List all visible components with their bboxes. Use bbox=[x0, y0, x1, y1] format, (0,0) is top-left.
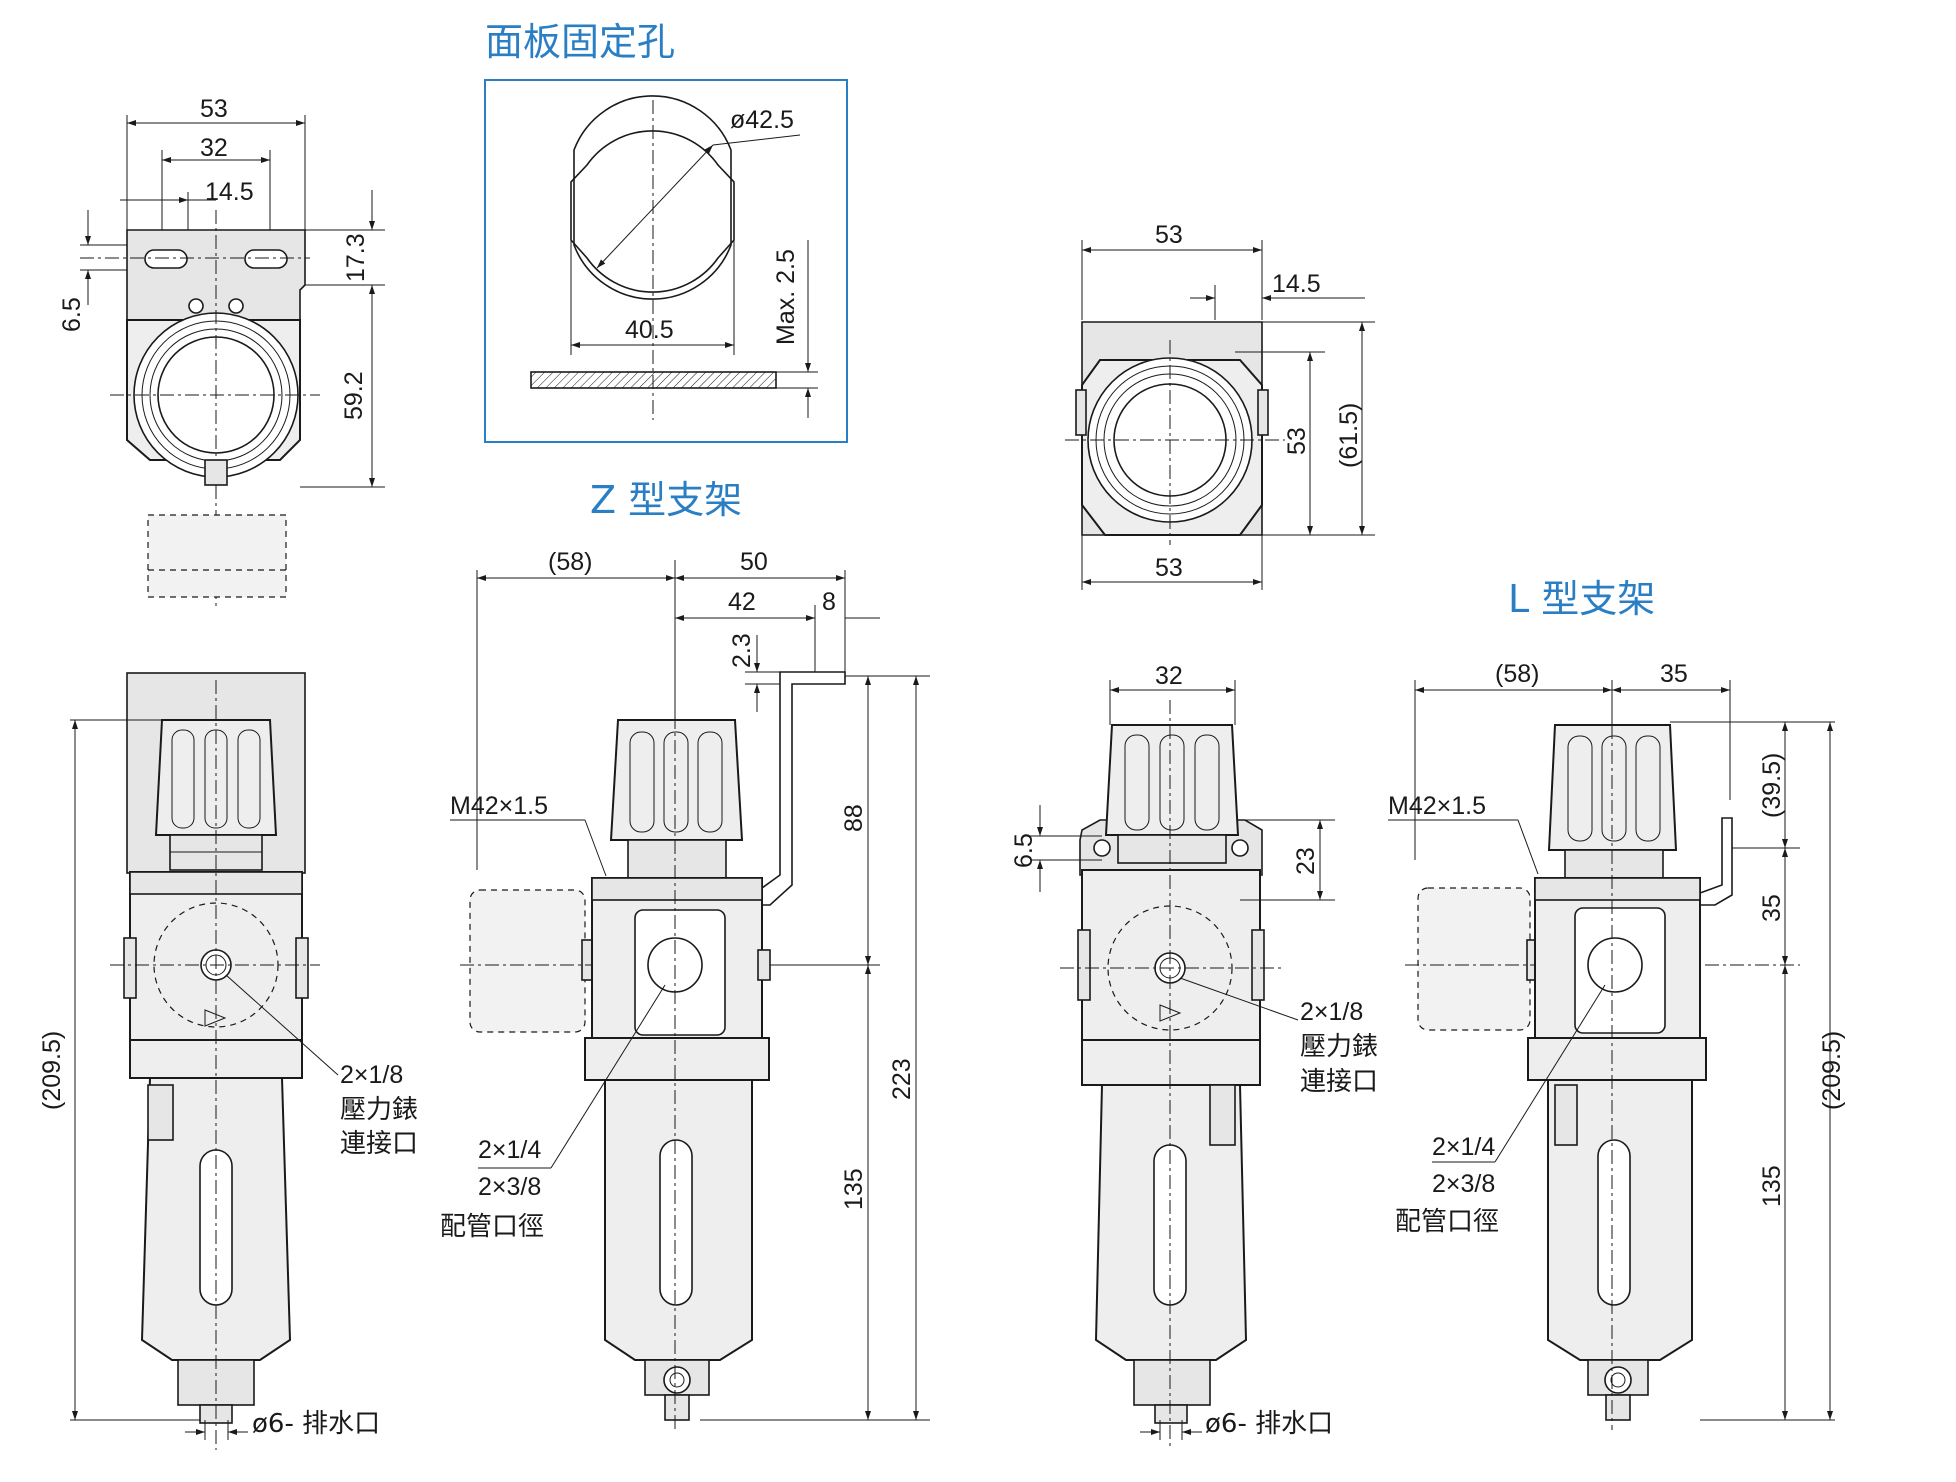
pipe-2x1-4-l: 2×1/4 bbox=[1432, 1133, 1495, 1161]
dim-35-l: 35 bbox=[1660, 660, 1688, 688]
panel-hole-view: ø42.5 40.5 Max. 2.5 bbox=[484, 79, 848, 443]
z-bracket-title: Z 型支架 bbox=[590, 478, 742, 522]
front-right-view: 32 6.5 23 bbox=[1010, 662, 1378, 1450]
dim-max-2-5: Max. 2.5 bbox=[772, 249, 800, 345]
dim-58-l: (58) bbox=[1495, 660, 1539, 688]
dim-dia-42-5: ø42.5 bbox=[730, 106, 794, 134]
front-left-view: (209.5) 2×1/8 壓力錶 連接口 ø bbox=[38, 672, 418, 1450]
thread-label-l: M42×1.5 bbox=[1388, 792, 1486, 820]
svg-text:2×3/8: 2×3/8 bbox=[1432, 1170, 1495, 1198]
dim-40-5: 40.5 bbox=[625, 316, 674, 344]
svg-text:配管口徑: 配管口徑 bbox=[1395, 1207, 1499, 1237]
panel-hole-title: 面板固定孔 bbox=[485, 20, 675, 64]
dim-58-z: (58) bbox=[548, 548, 592, 576]
z-bracket-view: (58) 50 42 8 2.3 bbox=[440, 548, 930, 1430]
top-right-view: 53 14.5 53 (61.5) 53 bbox=[1065, 221, 1375, 590]
dim-209-5-left: (209.5) bbox=[38, 1031, 66, 1110]
dim-bottom-53: 53 bbox=[1155, 554, 1183, 582]
dim-42-z: 42 bbox=[728, 588, 756, 616]
dim-top-53: 53 bbox=[1155, 221, 1183, 249]
dim-32-right: 32 bbox=[1155, 662, 1183, 690]
dim-6-5-right: 6.5 bbox=[1010, 833, 1038, 868]
dim-8-z: 8 bbox=[822, 588, 836, 616]
svg-text:壓力錶: 壓力錶 bbox=[1300, 1032, 1378, 1062]
port-2x1-8-left: 2×1/8 bbox=[340, 1061, 403, 1089]
dim-50-z: 50 bbox=[740, 548, 768, 576]
drain-label-right: ø6- 排水口 bbox=[1205, 1409, 1333, 1439]
svg-text:L 型支架: L 型支架 bbox=[1508, 577, 1655, 621]
drain-label-left: ø6- 排水口 bbox=[252, 1409, 380, 1439]
dim-35v-l: 35 bbox=[1758, 894, 1786, 922]
dim-135-l: 135 bbox=[1758, 1165, 1786, 1207]
dim-209-5-l: (209.5) bbox=[1818, 1031, 1846, 1110]
port-2x1-8-right: 2×1/8 bbox=[1300, 998, 1363, 1026]
dim-6-5: 6.5 bbox=[58, 297, 86, 332]
svg-text:配管口徑: 配管口徑 bbox=[440, 1212, 544, 1242]
l-bracket-view: (58) 35 (39.5) 35 bbox=[1388, 660, 1846, 1430]
svg-text:壓力錶: 壓力錶 bbox=[340, 1095, 418, 1125]
l-bracket-title: L 型支架 bbox=[1508, 577, 1655, 621]
svg-text:Z 型支架: Z 型支架 bbox=[590, 478, 742, 522]
dim-2-3-z: 2.3 bbox=[728, 633, 756, 668]
dim-135-z: 135 bbox=[840, 1168, 868, 1210]
dim-14-5: 14.5 bbox=[205, 178, 254, 206]
dim-223-z: 223 bbox=[888, 1058, 916, 1100]
dim-39-5-l: (39.5) bbox=[1758, 753, 1786, 818]
top-left-view: 53 32 14.5 17.3 59.2 bbox=[58, 95, 385, 610]
pipe-2x1-4-z: 2×1/4 bbox=[478, 1136, 541, 1164]
dim-88-z: 88 bbox=[840, 804, 868, 832]
dim-h-61-5: (61.5) bbox=[1335, 403, 1363, 468]
svg-text:連接口: 連接口 bbox=[1300, 1067, 1378, 1097]
dim-32: 32 bbox=[200, 134, 228, 162]
dim-17-3: 17.3 bbox=[342, 233, 370, 282]
dim-59-2: 59.2 bbox=[340, 371, 368, 420]
dim-23-right: 23 bbox=[1292, 847, 1320, 875]
dim-h-53: 53 bbox=[1283, 427, 1311, 455]
thread-label-z: M42×1.5 bbox=[450, 792, 548, 820]
dim-53: 53 bbox=[200, 95, 228, 123]
dim-top-14-5: 14.5 bbox=[1272, 270, 1321, 298]
svg-text:連接口: 連接口 bbox=[340, 1129, 418, 1159]
svg-text:2×3/8: 2×3/8 bbox=[478, 1173, 541, 1201]
